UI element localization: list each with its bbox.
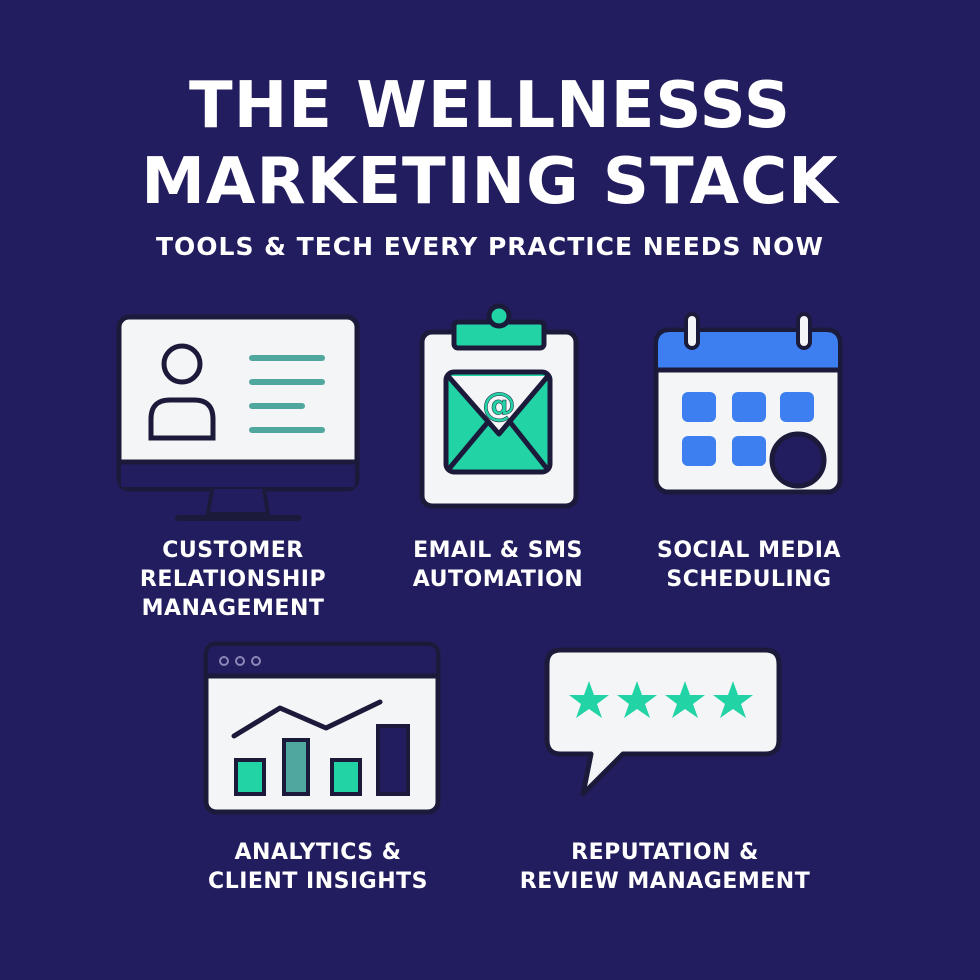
calendar-icon: [653, 312, 843, 495]
reputation-label: REPUTATION & REVIEW MANAGEMENT: [519, 840, 811, 894]
at-symbol-icon: @: [482, 385, 516, 425]
social-media-label: SOCIAL MEDIA SCHEDULING: [657, 538, 841, 592]
analytics-label: ANALYTICS & CLIENT INSIGHTS: [208, 840, 428, 894]
page-title: THE WELLNESSS MARKETING STACK: [0, 68, 980, 220]
email-sms-label: EMAIL & SMS AUTOMATION: [412, 538, 584, 592]
page-subtitle: TOOLS & TECH EVERY PRACTICE NEEDS NOW: [155, 232, 825, 261]
title-line-1: THE WELLNESSS: [189, 69, 791, 143]
crm-label: CUSTOMER RELATIONSHIP MANAGEMENT: [139, 538, 327, 621]
crm-monitor-icon: [116, 314, 360, 521]
email-clipboard-icon: @: [419, 303, 579, 509]
title-line-2: MARKETING STACK: [141, 145, 839, 219]
analytics-chart-icon: [203, 641, 441, 815]
review-stars-icon: [544, 647, 782, 797]
five-star-rating: [569, 681, 753, 718]
